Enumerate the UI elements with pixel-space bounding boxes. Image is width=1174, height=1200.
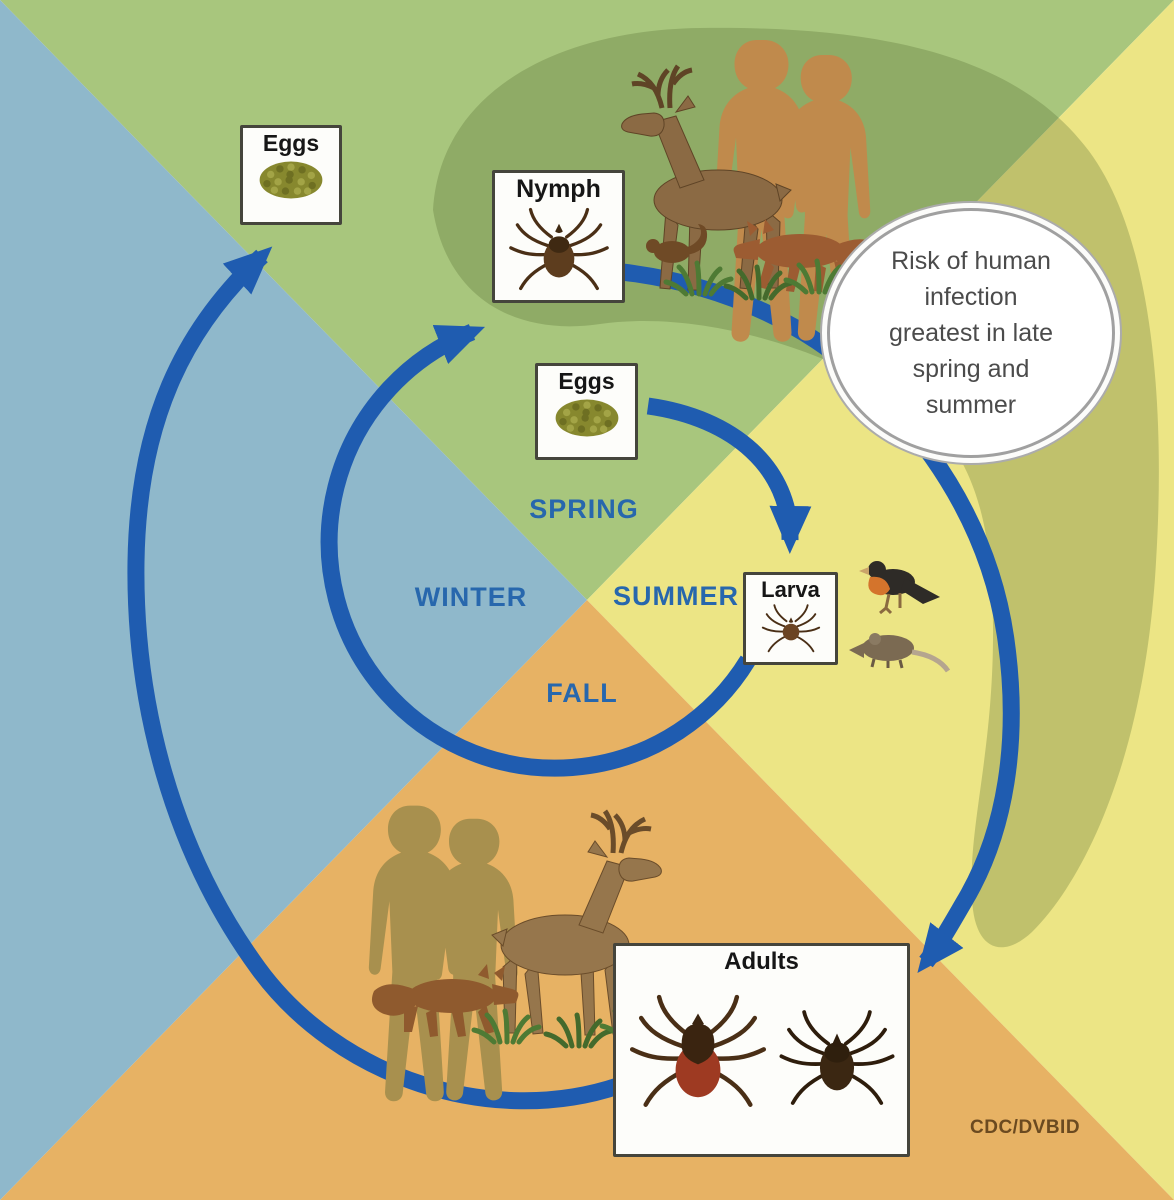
risk-callout-bubble: Risk of human infection greatest in late…	[827, 208, 1115, 458]
adult-ticks-icon	[627, 975, 897, 1135]
adult-female-tick-icon	[627, 975, 769, 1135]
season-label-fall: FALL	[546, 678, 618, 708]
risk-callout-text: Risk of human infection greatest in late…	[889, 247, 1053, 419]
stage-label: Larva	[761, 577, 820, 602]
quadrant-winter	[0, 0, 587, 1200]
arrow-eggs-to-larva	[646, 397, 812, 554]
arrow-larva-to-nymph	[320, 324, 756, 777]
egg-mass-icon	[555, 399, 618, 437]
stage-card-adults: Adults	[613, 943, 910, 1157]
nymph-tick-icon	[507, 204, 611, 300]
stage-card-eggs: Eggs	[535, 363, 638, 460]
credit-text: CDC/DVBID	[970, 1117, 1081, 1138]
stage-label: Eggs	[558, 368, 615, 394]
egg-mass-icon	[259, 161, 323, 199]
stage-label: Adults	[724, 948, 799, 975]
season-label-spring: SPRING	[529, 494, 639, 524]
season-label-winter: WINTER	[414, 582, 528, 612]
stage-label: Nymph	[516, 175, 601, 203]
arrow-nymph-to-adults	[621, 263, 1020, 974]
larva-tick-icon	[760, 602, 822, 658]
stage-card-larva: Larva	[743, 572, 838, 665]
adult-male-tick-icon	[777, 987, 897, 1135]
stage-label: Eggs	[262, 130, 320, 156]
stage-card-eggs-next-generation: Eggs	[240, 125, 342, 225]
stage-card-nymph: Nymph	[492, 170, 625, 303]
season-label-summer: SUMMER	[613, 581, 739, 611]
